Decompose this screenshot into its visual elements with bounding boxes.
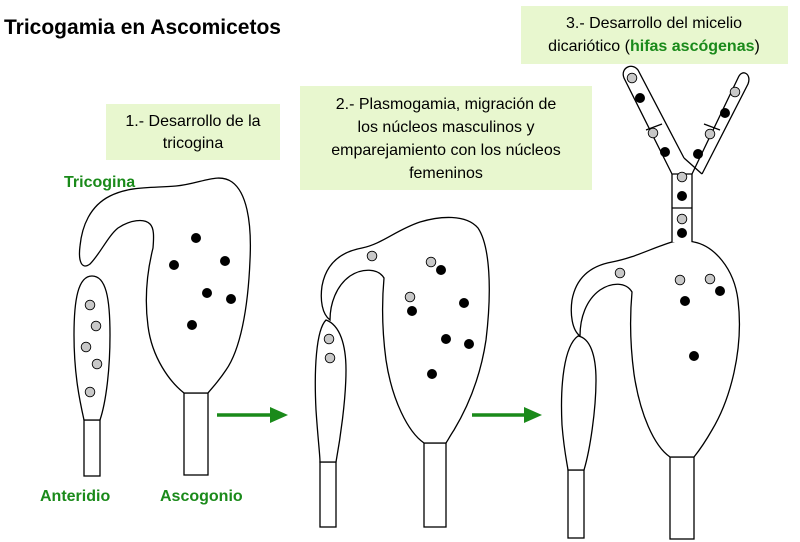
label-ascogonio: Ascogonio [160,488,243,505]
step1-box [106,104,280,160]
label-tricogina: Tricogina [64,174,135,191]
step2-line1: 2.- Plasmogamia, migración de [336,96,557,113]
female-nucleus [226,294,236,304]
female-nucleus [202,288,212,298]
male-nucleus [425,256,437,268]
step3-line2: dicariótico (hifas ascógenas) [548,38,760,55]
step3-line1: 3.- Desarrollo del micelio [566,15,742,32]
male-nucleus [84,386,96,398]
stage3-antheridium [560,335,597,471]
male-nucleus [91,358,103,370]
male-nucleus [366,250,378,262]
female-nucleus [677,228,687,238]
female-nucleus [693,149,703,159]
female-nucleus [187,320,197,330]
male-nucleus [674,274,686,286]
female-nucleus [169,260,179,270]
stage3-structures [560,65,750,540]
ascogenous-hypha-right-branch [691,72,750,175]
male-nucleus [704,128,716,140]
male-nucleus [90,320,102,332]
stage2-ascogonium-stalk [423,442,447,528]
male-nucleus [84,299,96,311]
female-nucleus [436,265,446,275]
stage2-antheridium [314,319,347,463]
arrow-right-icon [472,407,542,423]
step3-line2-start: dicariótico ( [548,38,630,55]
step3-caption: 3.- Desarrollo del micelio dicariótico (… [521,6,788,64]
step2-line4: femeninos [409,165,483,182]
male-nucleus [614,267,626,279]
step2-caption: 2.- Plasmogamia, migración de los núcleo… [300,86,592,190]
label-anteridio: Anteridio [40,488,110,505]
female-nucleus [441,334,451,344]
arrow-head [270,407,288,423]
stage3-ascogonium [570,239,741,458]
step3-box [521,6,788,64]
female-nucleus [459,298,469,308]
stage2-antheridium-stalk [319,461,337,528]
stage1-structures [73,177,252,477]
stage3-antheridium-stalk [567,469,585,539]
male-nucleus [626,72,638,84]
female-nucleus [660,147,670,157]
female-nucleus [220,256,230,266]
stage3-ascogonium-stalk [669,456,695,540]
male-nucleus [647,127,659,139]
step3-line2-highlight: hifas ascógenas [630,38,755,55]
female-nucleus [464,339,474,349]
step1-line1: 1.- Desarrollo de la [125,113,260,130]
male-nucleus [323,333,335,345]
male-nucleus [676,171,688,183]
female-nucleus [407,306,417,316]
female-nucleus [689,351,699,361]
septum [645,123,663,131]
stage1-antheridium [73,275,111,421]
male-nucleus [324,352,336,364]
female-nucleus [635,93,645,103]
stage1-ascogonium-stalk [183,392,209,476]
female-nucleus [680,296,690,306]
male-nucleus [729,86,741,98]
septum [703,123,721,131]
female-nucleus [677,191,687,201]
branch-junction [683,157,703,175]
arrow-head [524,407,542,423]
step2-line3: emparejamiento con los núcleos [331,142,560,159]
stage2-structures [314,216,490,528]
male-nucleus [704,273,716,285]
step1-caption: 1.- Desarrollo de la tricogina [106,104,280,160]
stage1-ascogonium [78,177,252,394]
step1-line2: tricogina [163,135,224,152]
step3-line2-end: ) [754,38,759,55]
male-nucleus [404,291,416,303]
step2-line2: los núcleos masculinos y [358,119,535,136]
male-nucleus [676,213,688,225]
male-nucleus [80,341,92,353]
step2-box [300,86,592,190]
female-nucleus [715,286,725,296]
stage2-ascogonium [320,216,490,444]
female-nucleus [191,233,201,243]
arrow-right-icon [217,407,288,423]
female-nucleus [427,369,437,379]
page-title: Tricogamia en Ascomicetos [4,16,281,39]
female-nucleus [720,108,730,118]
stage1-antheridium-stalk [83,419,101,477]
